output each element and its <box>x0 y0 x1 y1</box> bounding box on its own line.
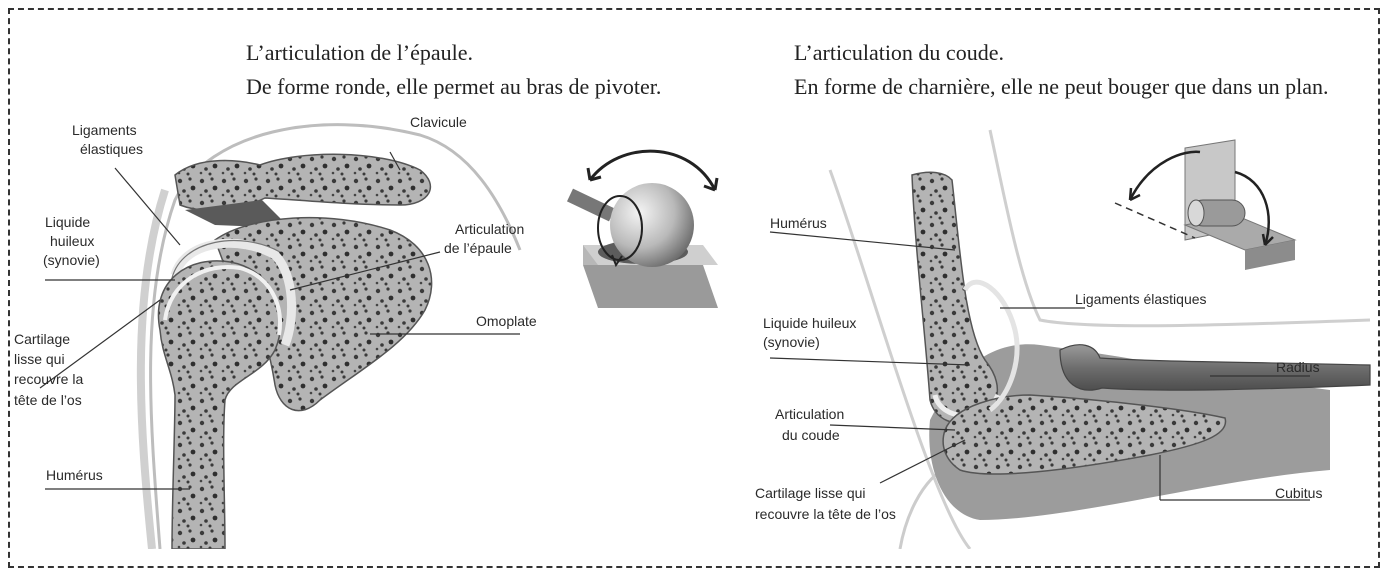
label-cartilage-line1: Cartilage <box>14 330 70 349</box>
shoulder-title-line2: De forme ronde, elle permet au bras de p… <box>246 70 661 104</box>
label-articulation-line1: Articulation <box>775 405 844 424</box>
humerus-bone <box>912 172 997 423</box>
label-articulation-line1: Articulation <box>455 220 524 239</box>
label-liquide-line1: Liquide <box>45 213 90 232</box>
hinge-model <box>1115 140 1295 270</box>
label-cubitus: Cubitus <box>1275 484 1322 503</box>
shoulder-title-line1: L’articulation de l’épaule. <box>246 36 473 70</box>
label-ligaments-line2: élastiques <box>80 140 143 159</box>
label-radius: Radius <box>1276 358 1320 377</box>
label-ligaments: Ligaments élastiques <box>1075 290 1207 309</box>
clavicle-bone <box>175 154 430 210</box>
label-liquide-line1: Liquide huileux <box>763 314 856 333</box>
label-ligaments-line1: Ligaments <box>72 121 137 140</box>
label-cartilage-line1: Cartilage lisse qui <box>755 484 866 503</box>
humerus-bone <box>158 261 280 549</box>
label-clavicule: Clavicule <box>410 113 467 132</box>
shoulder-panel: L’articulation de l’épaule. De forme ron… <box>0 0 730 549</box>
label-humerus: Humérus <box>770 214 827 233</box>
label-cartilage-line4: tête de l’os <box>14 391 82 410</box>
label-cartilage-line2: lisse qui <box>14 350 65 369</box>
ball-joint-model <box>570 151 718 308</box>
label-humerus: Humérus <box>46 466 103 485</box>
label-cartilage-line3: recouvre la <box>14 370 83 389</box>
radius-bone <box>1060 345 1370 390</box>
label-articulation-line2: de l’épaule <box>444 239 512 258</box>
elbow-title-line2: En forme de charnière, elle ne peut boug… <box>794 70 1329 104</box>
elbow-panel: L’articulation du coude. En forme de cha… <box>730 0 1391 549</box>
label-articulation-line2: du coude <box>782 426 840 445</box>
label-cartilage-line2: recouvre la tête de l’os <box>755 505 896 524</box>
label-liquide-line3: (synovie) <box>43 251 100 270</box>
elbow-title-line1: L’articulation du coude. <box>794 36 1004 70</box>
label-liquide-line2: (synovie) <box>763 333 820 352</box>
label-omoplate: Omoplate <box>476 312 537 331</box>
label-liquide-line2: huileux <box>50 232 94 251</box>
